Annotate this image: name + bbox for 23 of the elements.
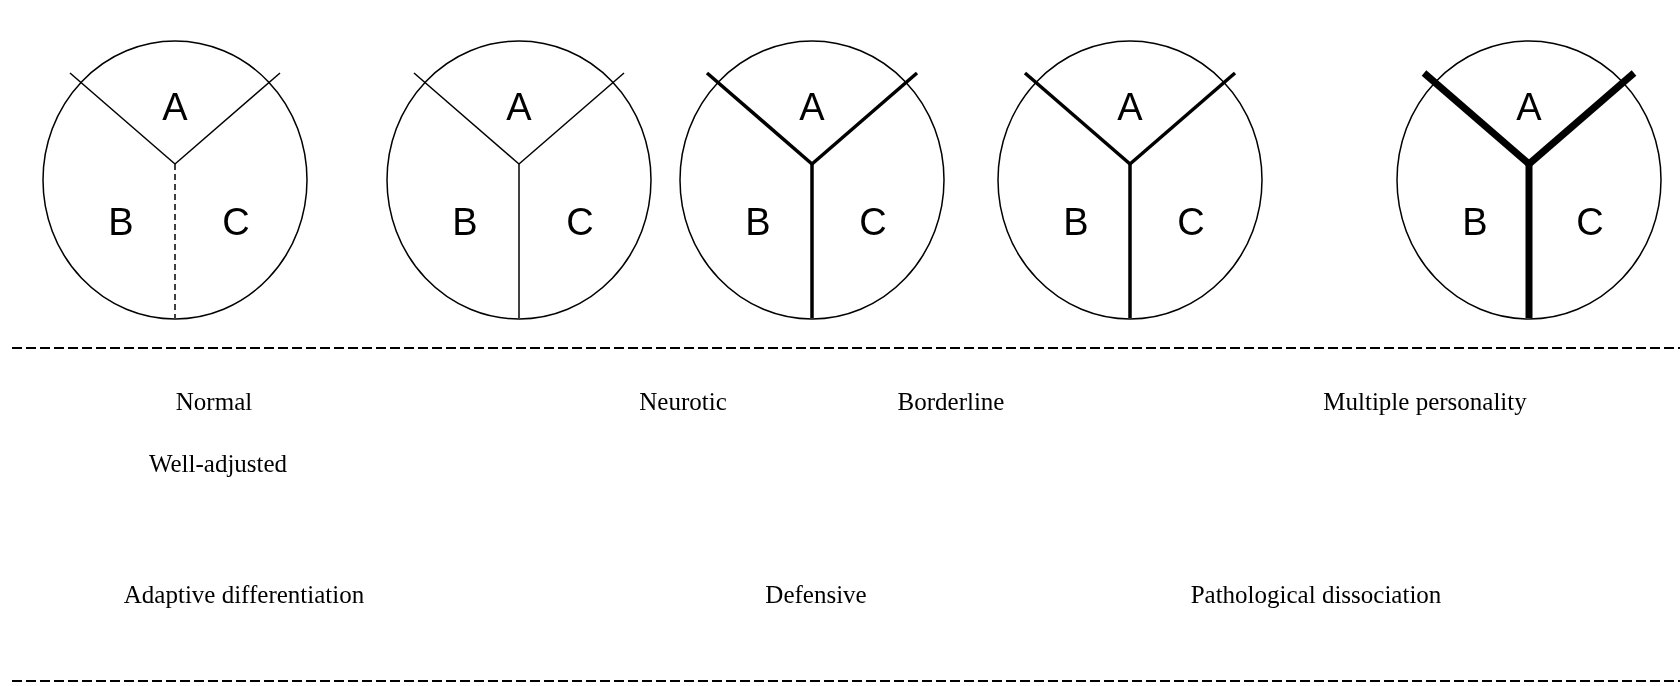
segment-letter: C <box>566 203 594 241</box>
segment-letter: B <box>745 203 771 241</box>
segment-letter: C <box>1177 203 1205 241</box>
segment-letter: B <box>108 203 134 241</box>
category-label: Neurotic <box>639 388 727 416</box>
category-label: Pathological dissociation <box>1190 581 1442 609</box>
segment-letter: C <box>1576 203 1604 241</box>
segment-letter: B <box>1462 203 1488 241</box>
segment-letter: C <box>222 203 250 241</box>
segment-letter: A <box>1117 88 1143 126</box>
category-label: Multiple personality <box>1323 388 1527 416</box>
category-label: Normal <box>175 388 253 416</box>
category-label: Well-adjusted <box>148 450 288 478</box>
category-label: Adaptive differentiation <box>123 581 365 609</box>
category-label: Borderline <box>897 388 1005 416</box>
segment-letter: A <box>162 88 188 126</box>
category-label: Defensive <box>765 581 867 609</box>
segment-letter: B <box>452 203 478 241</box>
segment-letter: C <box>859 203 887 241</box>
segment-letter: B <box>1063 203 1089 241</box>
segment-letter: A <box>1516 88 1542 126</box>
segment-letter: A <box>799 88 825 126</box>
segment-letter: A <box>506 88 532 126</box>
